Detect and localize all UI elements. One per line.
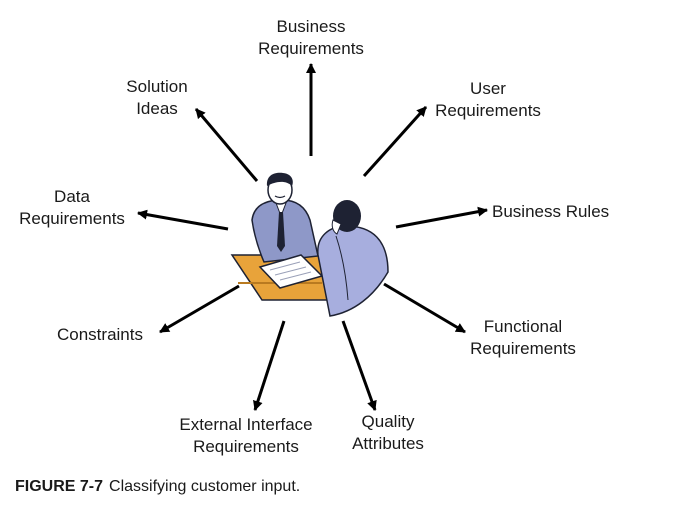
node-label-line: Business — [276, 17, 346, 36]
node-external-interface-requirements: External Interface Requirements — [179, 414, 312, 458]
node-label-line: Requirements — [470, 339, 576, 358]
arrow-business-rules — [395, 206, 488, 229]
node-functional-requirements: Functional Requirements — [470, 316, 576, 360]
arrow-external-interface-requirements — [253, 320, 286, 411]
node-label-line: Functional — [483, 317, 563, 336]
caption-text: Classifying customer input. — [109, 478, 301, 495]
node-label-line: User — [470, 79, 506, 98]
arrow-data-requirements — [137, 209, 229, 231]
node-user-requirements: User Requirements — [435, 78, 541, 122]
node-label-line: Requirements — [435, 101, 541, 120]
arrow-solution-ideas — [194, 108, 259, 182]
node-data-requirements: Data Requirements — [19, 186, 125, 230]
node-business-rules: Business Rules — [492, 201, 609, 223]
node-label-line: Ideas — [136, 99, 178, 118]
arrow-user-requirements — [362, 105, 428, 178]
node-constraints: Constraints — [57, 324, 143, 346]
node-label-line: Requirements — [258, 39, 364, 58]
node-label-line: Requirements — [193, 437, 299, 456]
arrow-constraints — [159, 284, 240, 334]
node-label-line: Requirements — [19, 209, 125, 228]
node-solution-ideas: Solution Ideas — [126, 76, 187, 120]
person-left — [251, 172, 319, 263]
node-business-requirements: Business Requirements — [258, 16, 364, 60]
figure-caption: FIGURE 7-7 Classifying customer input. — [15, 476, 300, 498]
arrow-quality-attributes — [341, 320, 377, 411]
meeting-illustration — [230, 172, 389, 317]
node-label-line: Business Rules — [492, 202, 610, 221]
node-label-line: Data — [54, 187, 90, 206]
arrow-functional-requirements — [383, 282, 466, 334]
node-quality-attributes: Quality Attributes — [352, 411, 424, 455]
node-label-line: Constraints — [57, 325, 143, 344]
figure-number: FIGURE 7-7 — [15, 478, 104, 495]
node-label-line: Solution — [126, 77, 188, 96]
node-label-line: Quality — [361, 412, 415, 431]
classification-diagram — [137, 63, 488, 411]
node-label-line: External Interface — [179, 415, 313, 434]
person-right — [317, 200, 389, 317]
node-label-line: Attributes — [352, 434, 424, 453]
arrows — [137, 63, 488, 411]
